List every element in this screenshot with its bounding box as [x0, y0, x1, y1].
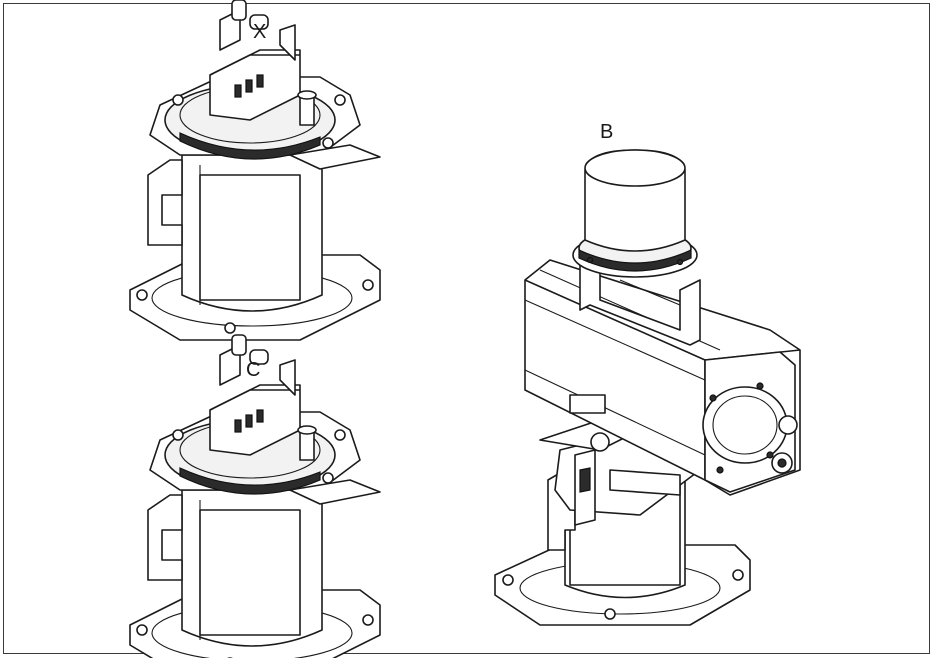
- unit-c-drawing: [129, 334, 381, 658]
- unit-x-drawing: [129, 0, 381, 341]
- label-b: B: [600, 121, 614, 143]
- label-c: C: [246, 359, 261, 381]
- label-x: X: [253, 21, 267, 43]
- unit-b-drawing: [494, 149, 801, 626]
